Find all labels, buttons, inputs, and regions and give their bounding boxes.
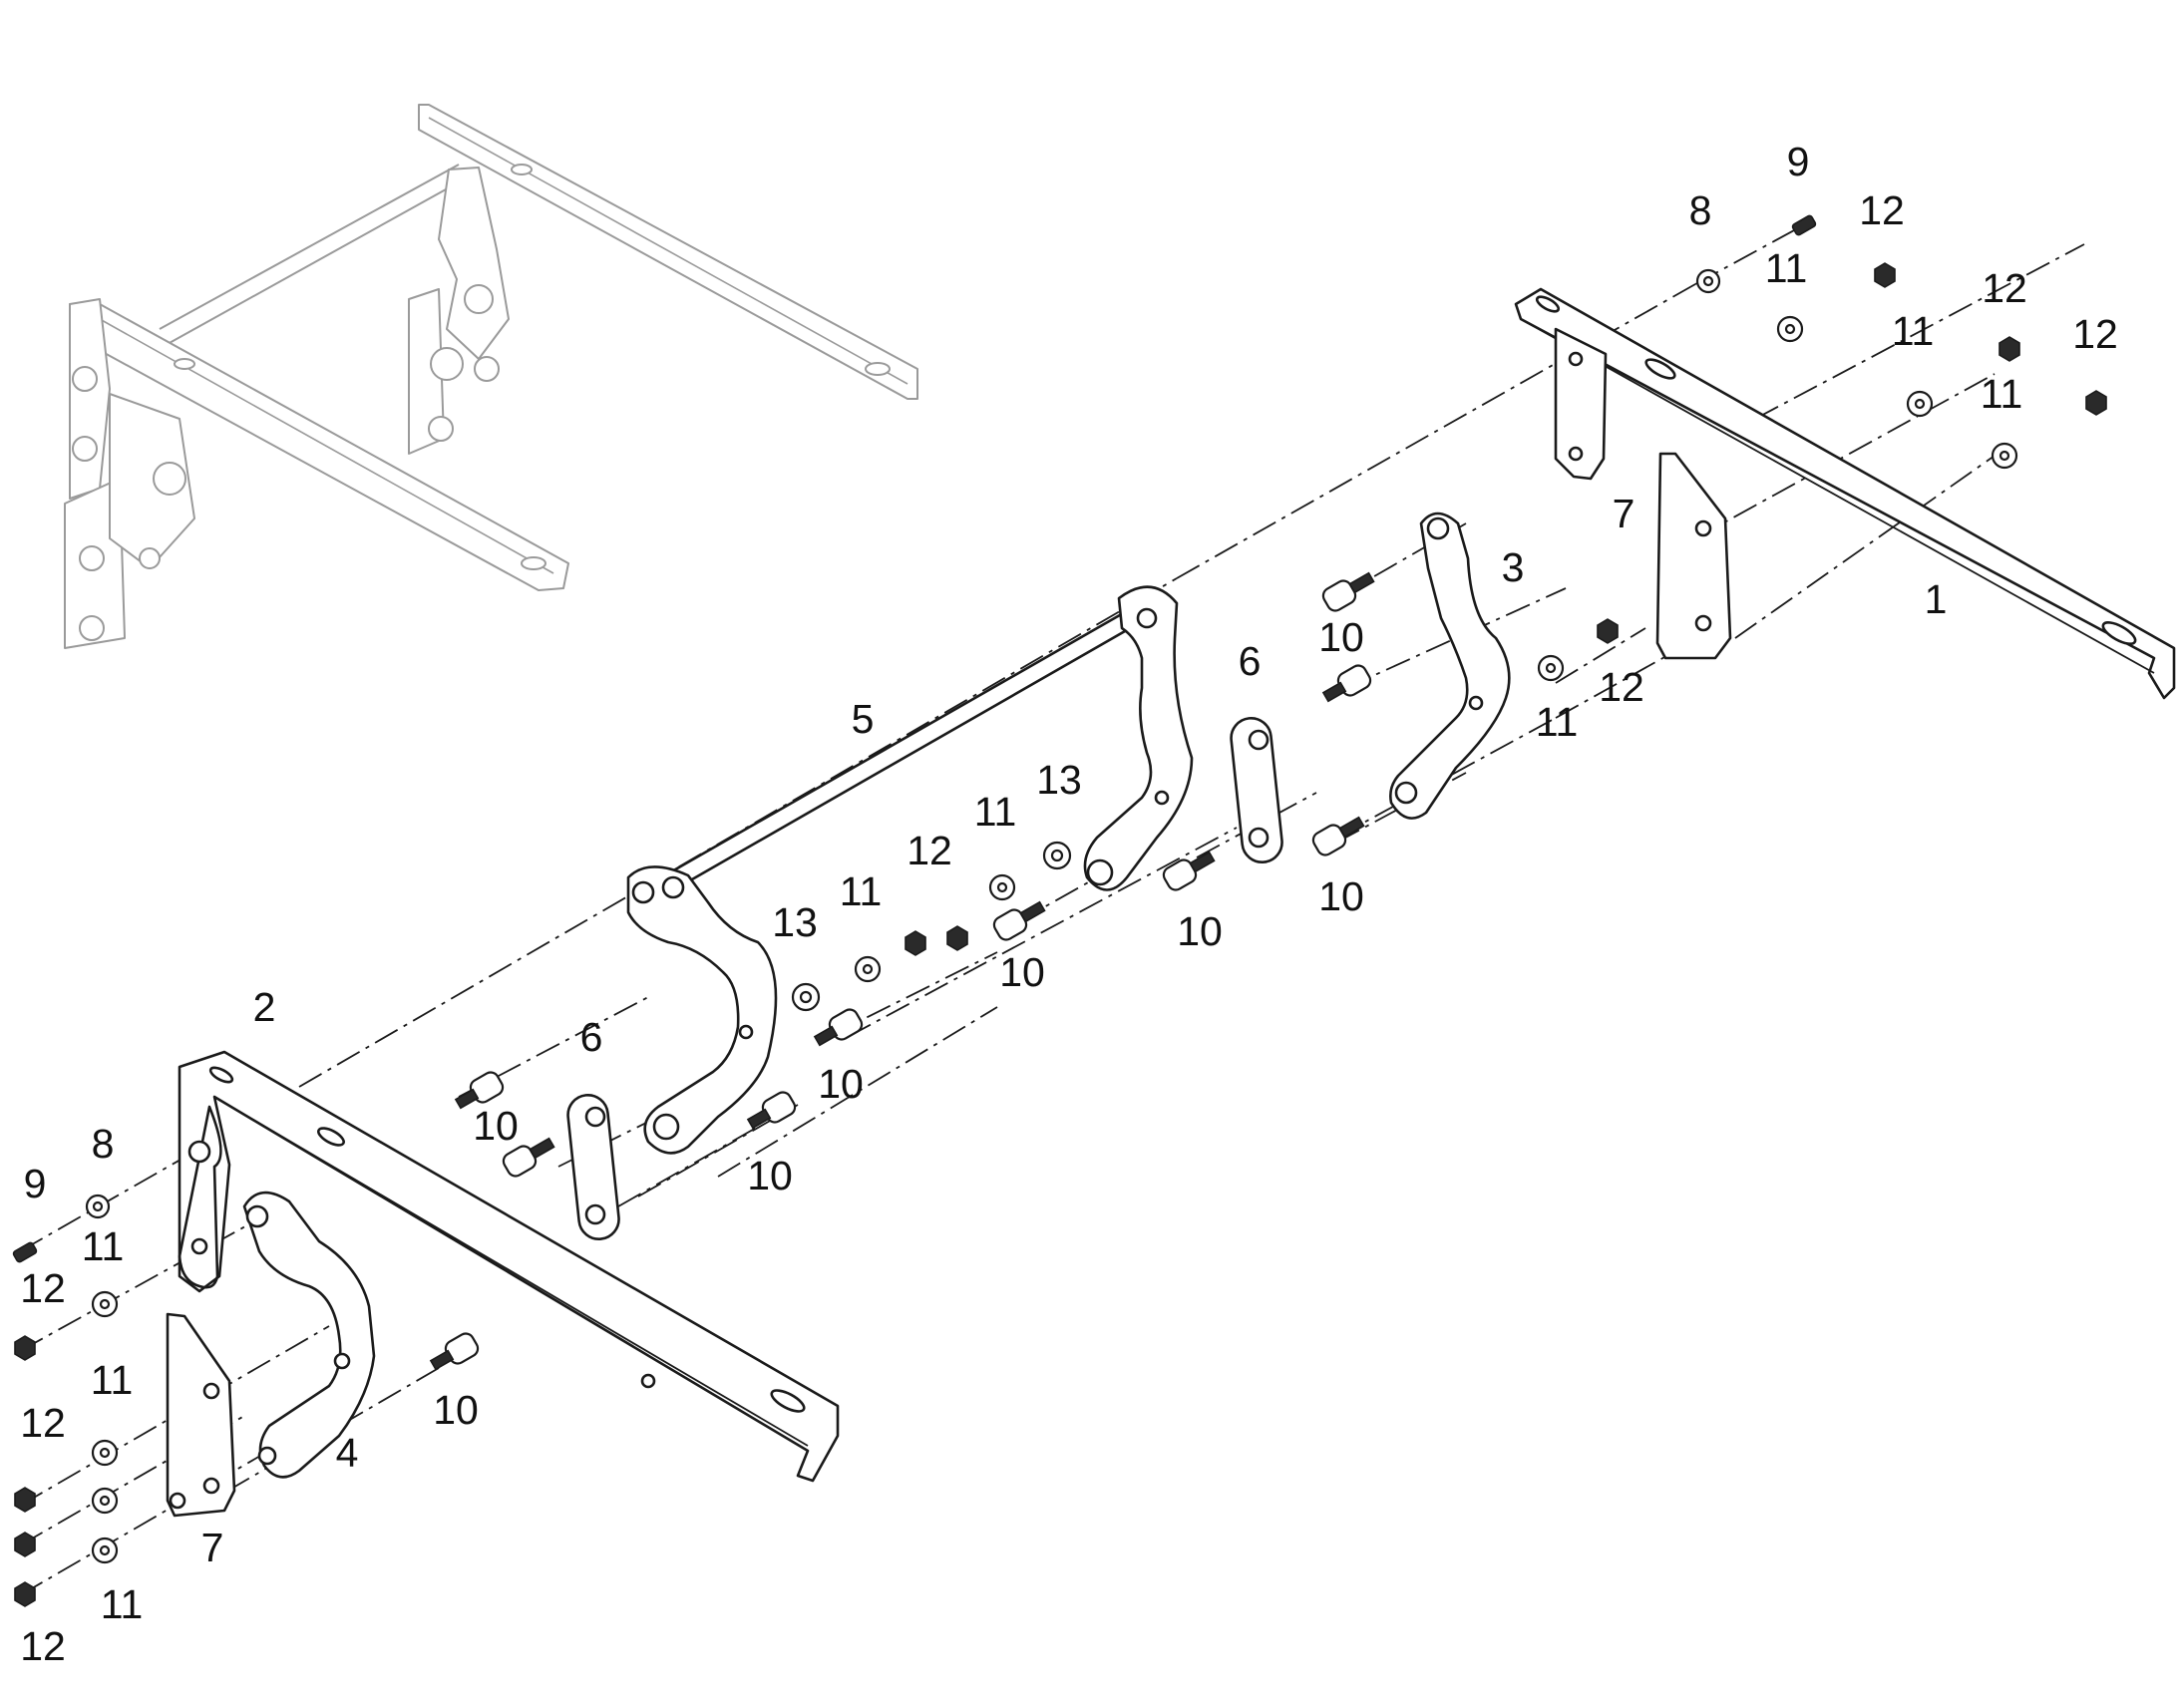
part-6-link-right (1230, 716, 1283, 864)
callout-10: 10 (747, 1153, 793, 1198)
bolt-10 (1311, 816, 1365, 856)
bolt-10 (1321, 571, 1375, 612)
part-3-right-bracket (1389, 512, 1511, 820)
callout-10: 10 (1177, 908, 1223, 954)
callout-2: 2 (253, 984, 276, 1030)
callout-9: 9 (1787, 139, 1810, 184)
nut-12 (1597, 618, 1619, 644)
callout-12: 12 (907, 828, 952, 873)
washer (91, 1290, 119, 1318)
callout-3: 3 (1502, 544, 1525, 590)
callout-13: 13 (772, 899, 818, 945)
callout-12: 12 (1599, 664, 1644, 710)
callout-7: 7 (201, 1525, 224, 1570)
bolt-10 (1162, 851, 1216, 891)
nut-12 (905, 930, 926, 956)
washer (1695, 268, 1721, 294)
callout-10: 10 (473, 1103, 519, 1149)
bolt-10 (502, 1137, 555, 1178)
nut-12 (14, 1487, 36, 1513)
callout-12: 12 (20, 1265, 66, 1311)
callout-labels: 1 2 3 4 5 6 6 7 7 8 8 9 9 10 10 10 10 10… (20, 139, 2118, 1669)
nut-12 (14, 1335, 36, 1361)
callout-11: 11 (91, 1357, 134, 1403)
bolt-10 (813, 1008, 864, 1047)
callout-12: 12 (20, 1400, 66, 1446)
washer (91, 1439, 119, 1467)
callout-12: 12 (1982, 265, 2027, 311)
nut-12 (14, 1532, 36, 1557)
bolt-10 (429, 1332, 480, 1371)
nut-12 (1998, 336, 2020, 362)
part-2-left-rail (178, 1050, 840, 1483)
bolts (429, 571, 1375, 1371)
callout-11: 11 (82, 1223, 125, 1269)
screw-9 (1791, 214, 1817, 236)
callout-11: 11 (1892, 308, 1935, 354)
callout-12: 12 (2072, 311, 2118, 357)
part-5-shaft (626, 585, 1194, 1155)
washer (988, 873, 1016, 901)
washer (1042, 841, 1072, 870)
washer (1906, 390, 1934, 418)
callout-8: 8 (92, 1121, 115, 1167)
callout-11: 11 (1981, 371, 2023, 417)
callout-10: 10 (1318, 614, 1364, 660)
callout-6: 6 (580, 1014, 603, 1060)
assembled-overview (64, 104, 918, 649)
part-1-right-rail (1514, 287, 2176, 700)
callout-11: 11 (1765, 245, 1808, 291)
callout-9: 9 (24, 1161, 47, 1206)
callout-13: 13 (1036, 757, 1082, 803)
bolt-10 (746, 1091, 797, 1130)
callout-11: 11 (974, 789, 1017, 835)
washer (1776, 315, 1804, 343)
nut-12 (2085, 390, 2107, 416)
washers (85, 268, 2018, 1564)
nut-12 (14, 1581, 36, 1607)
callout-7: 7 (1613, 491, 1635, 536)
bolt-10 (992, 900, 1046, 941)
callout-11: 11 (1536, 699, 1579, 745)
washer (854, 955, 882, 983)
washer (1991, 442, 2018, 470)
callout-12: 12 (1859, 187, 1905, 233)
callout-6: 6 (1239, 638, 1262, 684)
callout-12: 12 (20, 1623, 66, 1669)
callout-10: 10 (1318, 873, 1364, 919)
nut-12 (946, 925, 968, 951)
part-4-left-bracket (242, 1191, 376, 1479)
callout-4: 4 (336, 1430, 359, 1476)
callout-10: 10 (818, 1061, 864, 1107)
callout-11: 11 (840, 868, 883, 914)
bolt-10 (1321, 664, 1372, 703)
callout-1: 1 (1925, 576, 1948, 622)
part-7-right-plate (1655, 452, 1732, 660)
washer (1537, 654, 1565, 682)
nuts-and-screws (12, 214, 2107, 1607)
callout-8: 8 (1689, 187, 1712, 233)
callout-5: 5 (852, 696, 875, 742)
nut-12 (1874, 262, 1896, 288)
washer (91, 1487, 119, 1515)
callout-10: 10 (433, 1387, 479, 1433)
part-7-left-plate (166, 1312, 236, 1518)
callout-10: 10 (999, 949, 1045, 995)
washer (791, 982, 821, 1012)
screw-9 (12, 1241, 38, 1263)
callout-11: 11 (101, 1581, 144, 1627)
washer (91, 1537, 119, 1564)
bolt-10 (454, 1071, 505, 1110)
part-6-link-left (566, 1093, 620, 1241)
washer (85, 1194, 111, 1219)
